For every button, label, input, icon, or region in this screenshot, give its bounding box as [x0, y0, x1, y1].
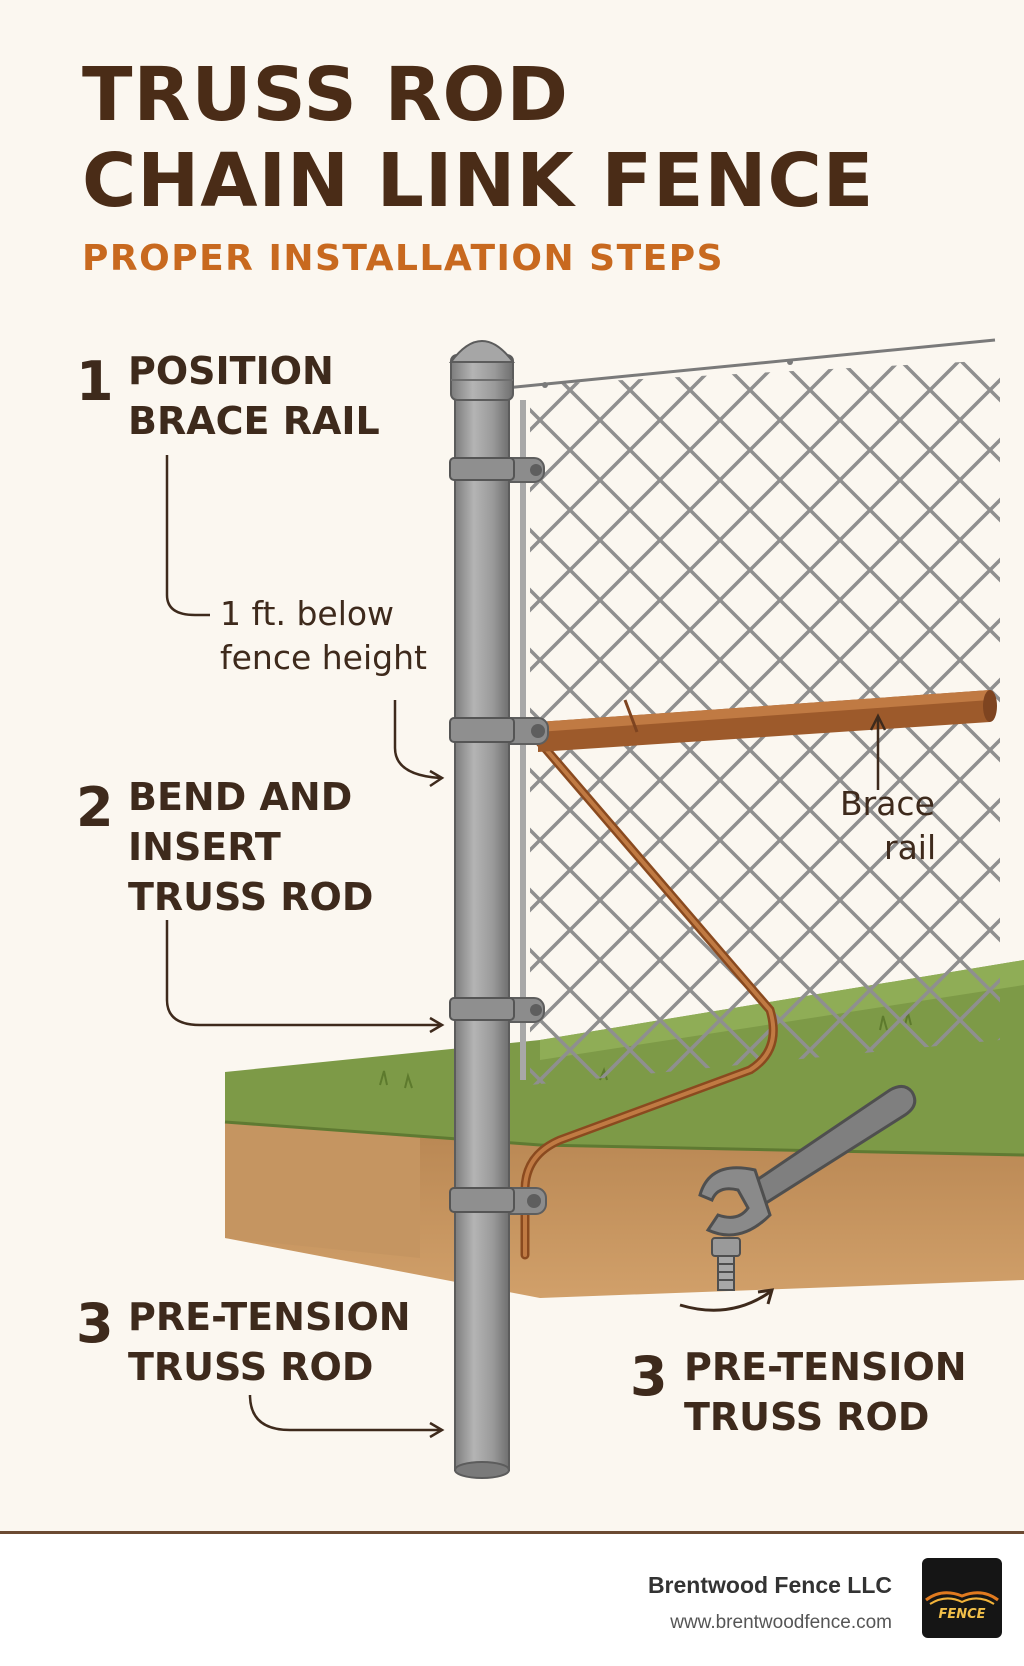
- step-2-line: BEND AND: [128, 775, 353, 819]
- bolt-icon: [711, 1237, 741, 1291]
- company-logo: FENCE: [922, 1558, 1002, 1638]
- step-3-line: PRE-TENSION: [128, 1295, 411, 1339]
- title-line-2: CHAIN LINK FENCE: [82, 138, 875, 224]
- arrow-step3: [248, 1394, 440, 1432]
- company-name: Brentwood Fence LLC: [647, 1572, 892, 1598]
- step-1-line: BRACE RAIL: [128, 399, 380, 443]
- callout-arrows: [165, 455, 887, 1439]
- step-3-label: PRE-TENSION TRUSS ROD: [128, 1292, 411, 1392]
- note-line: rail: [884, 828, 937, 867]
- soil-side: [225, 1122, 420, 1258]
- step-3-line: TRUSS ROD: [128, 1345, 374, 1389]
- arrow-height: [393, 700, 441, 780]
- note-line: 1 ft. below: [220, 594, 395, 633]
- wrench-icon: [698, 1085, 917, 1237]
- footer: Brentwood Fence LLC www.brentwoodfence.c…: [0, 1534, 1024, 1666]
- step-3-line: TRUSS ROD: [684, 1395, 930, 1439]
- step-3-number-right: 3: [630, 1345, 668, 1408]
- step-1-label: POSITION BRACE RAIL: [128, 346, 380, 446]
- terminal-post: [449, 340, 515, 1479]
- step-1-number: 1: [76, 350, 114, 413]
- step-2-line: TRUSS ROD: [128, 875, 374, 919]
- company-url[interactable]: www.brentwoodfence.com: [670, 1612, 892, 1633]
- note-line: fence height: [220, 638, 427, 677]
- title-line-1: TRUSS ROD: [82, 52, 569, 138]
- note-fence-height: 1 ft. below fence height: [220, 592, 427, 680]
- step-3-number: 3: [76, 1292, 114, 1355]
- brace-rail: [538, 690, 997, 752]
- arrow-step2: [165, 920, 440, 1027]
- fence-illustration: [165, 338, 1024, 1479]
- step-2-line: INSERT: [128, 825, 281, 869]
- post-bands: [449, 457, 515, 1213]
- step-1-line: POSITION: [128, 349, 334, 393]
- tension-wire: [504, 338, 996, 390]
- page-title: TRUSS ROD CHAIN LINK FENCE: [82, 52, 874, 224]
- rotation-arrow-icon: [679, 1290, 771, 1312]
- step-3-label-right: PRE-TENSION TRUSS ROD: [684, 1342, 967, 1442]
- step-2-label: BEND AND INSERT TRUSS ROD: [128, 772, 373, 922]
- step-2-number: 2: [76, 776, 114, 839]
- note-line: Brace: [840, 784, 935, 823]
- logo-graphic: FENCE: [925, 1591, 999, 1622]
- page-subtitle: PROPER INSTALLATION STEPS: [82, 238, 725, 279]
- logo-text: FENCE: [938, 1607, 985, 1622]
- step-3-line: PRE-TENSION: [684, 1345, 967, 1389]
- note-brace-rail: Brace rail: [840, 782, 936, 870]
- arrow-step1: [165, 455, 210, 617]
- footer-divider: [0, 1531, 1024, 1534]
